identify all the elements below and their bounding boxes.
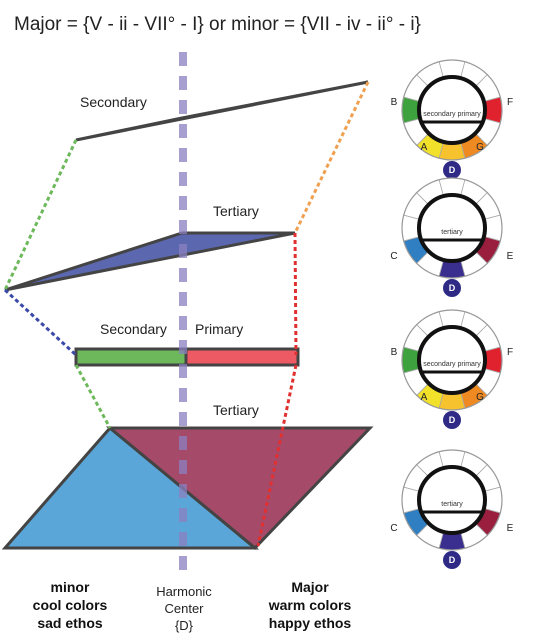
wheel-inner-text: secondary primary [423,361,481,368]
tertiary-triangle [4,231,296,292]
wheel-label-right: E [507,251,514,262]
minor-caption-1: minor [51,579,90,595]
primary-bar [184,347,300,367]
wheel-label-left: C [390,523,397,534]
layer3-right-label: Primary [195,321,243,337]
wheel-label-bottom-left: A [421,392,428,403]
wheel-badge-label: D [449,555,456,565]
connector-green-lower [74,364,112,429]
page-title: Major = {V - ii - VII° - I} or minor = {… [14,14,421,35]
layer2-label: Tertiary [213,203,259,219]
center-caption-2: Center [164,601,204,616]
wheel-badge [443,161,461,179]
layer4-label: Tertiary [213,402,259,418]
wheel-label-bottom-left: A [421,142,428,153]
wheel-inner-ring [417,75,487,145]
wheel-badge [443,551,461,569]
wheel-label-left: B [391,347,398,358]
wheel-outer-ring [401,309,503,411]
wheel-label-right: E [507,523,514,534]
secondary-triangle [75,80,369,142]
wheel-inner-text: secondary primary [423,111,481,118]
wheel-label-right: F [507,347,513,358]
wheel-outer-ring [401,449,503,551]
wheel-inner-ring [417,465,487,535]
center-caption-3: {D} [175,618,194,633]
wheel-label-left: C [390,251,397,262]
color-wheel: secondary primary B F A G D [391,59,513,179]
wheel-inner-text: tertiary [441,501,463,508]
major-caption-3: happy ethos [269,615,352,631]
wheel-badge-label: D [449,165,456,175]
major-caption-2: warm colors [268,597,352,613]
wheel-badge [443,411,461,429]
wheel-label-right: F [507,97,513,108]
wheel-badge-label: D [449,415,456,425]
connector-blue [3,288,78,357]
wheel-outer-ring [401,177,503,279]
wheel-inner-text: tertiary [441,229,463,236]
center-caption-1: Harmonic [156,584,212,599]
wheel-badge-label: D [449,283,456,293]
connector-orange [293,81,370,234]
minor-caption-3: sad ethos [37,615,103,631]
major-caption-1: Major [291,579,329,595]
wheel-label-bottom-right: G [476,392,484,403]
wheel-label-left: B [391,97,398,108]
layer3-left-label: Secondary [100,321,167,337]
wheel-inner-ring [417,325,487,395]
wheel-badge [443,279,461,297]
wheel-inner-ring [417,193,487,263]
color-wheel: secondary primary B F A G D [391,309,513,429]
connector-red-lower [256,364,298,547]
connector-red-upper [293,232,298,356]
connector-green-upper [3,139,78,291]
wheel-outer-ring [401,59,503,161]
layer1-label: Secondary [80,94,147,110]
minor-caption-2: cool colors [33,597,108,613]
secondary-bar [74,347,188,367]
wheel-label-bottom-right: G [476,142,484,153]
